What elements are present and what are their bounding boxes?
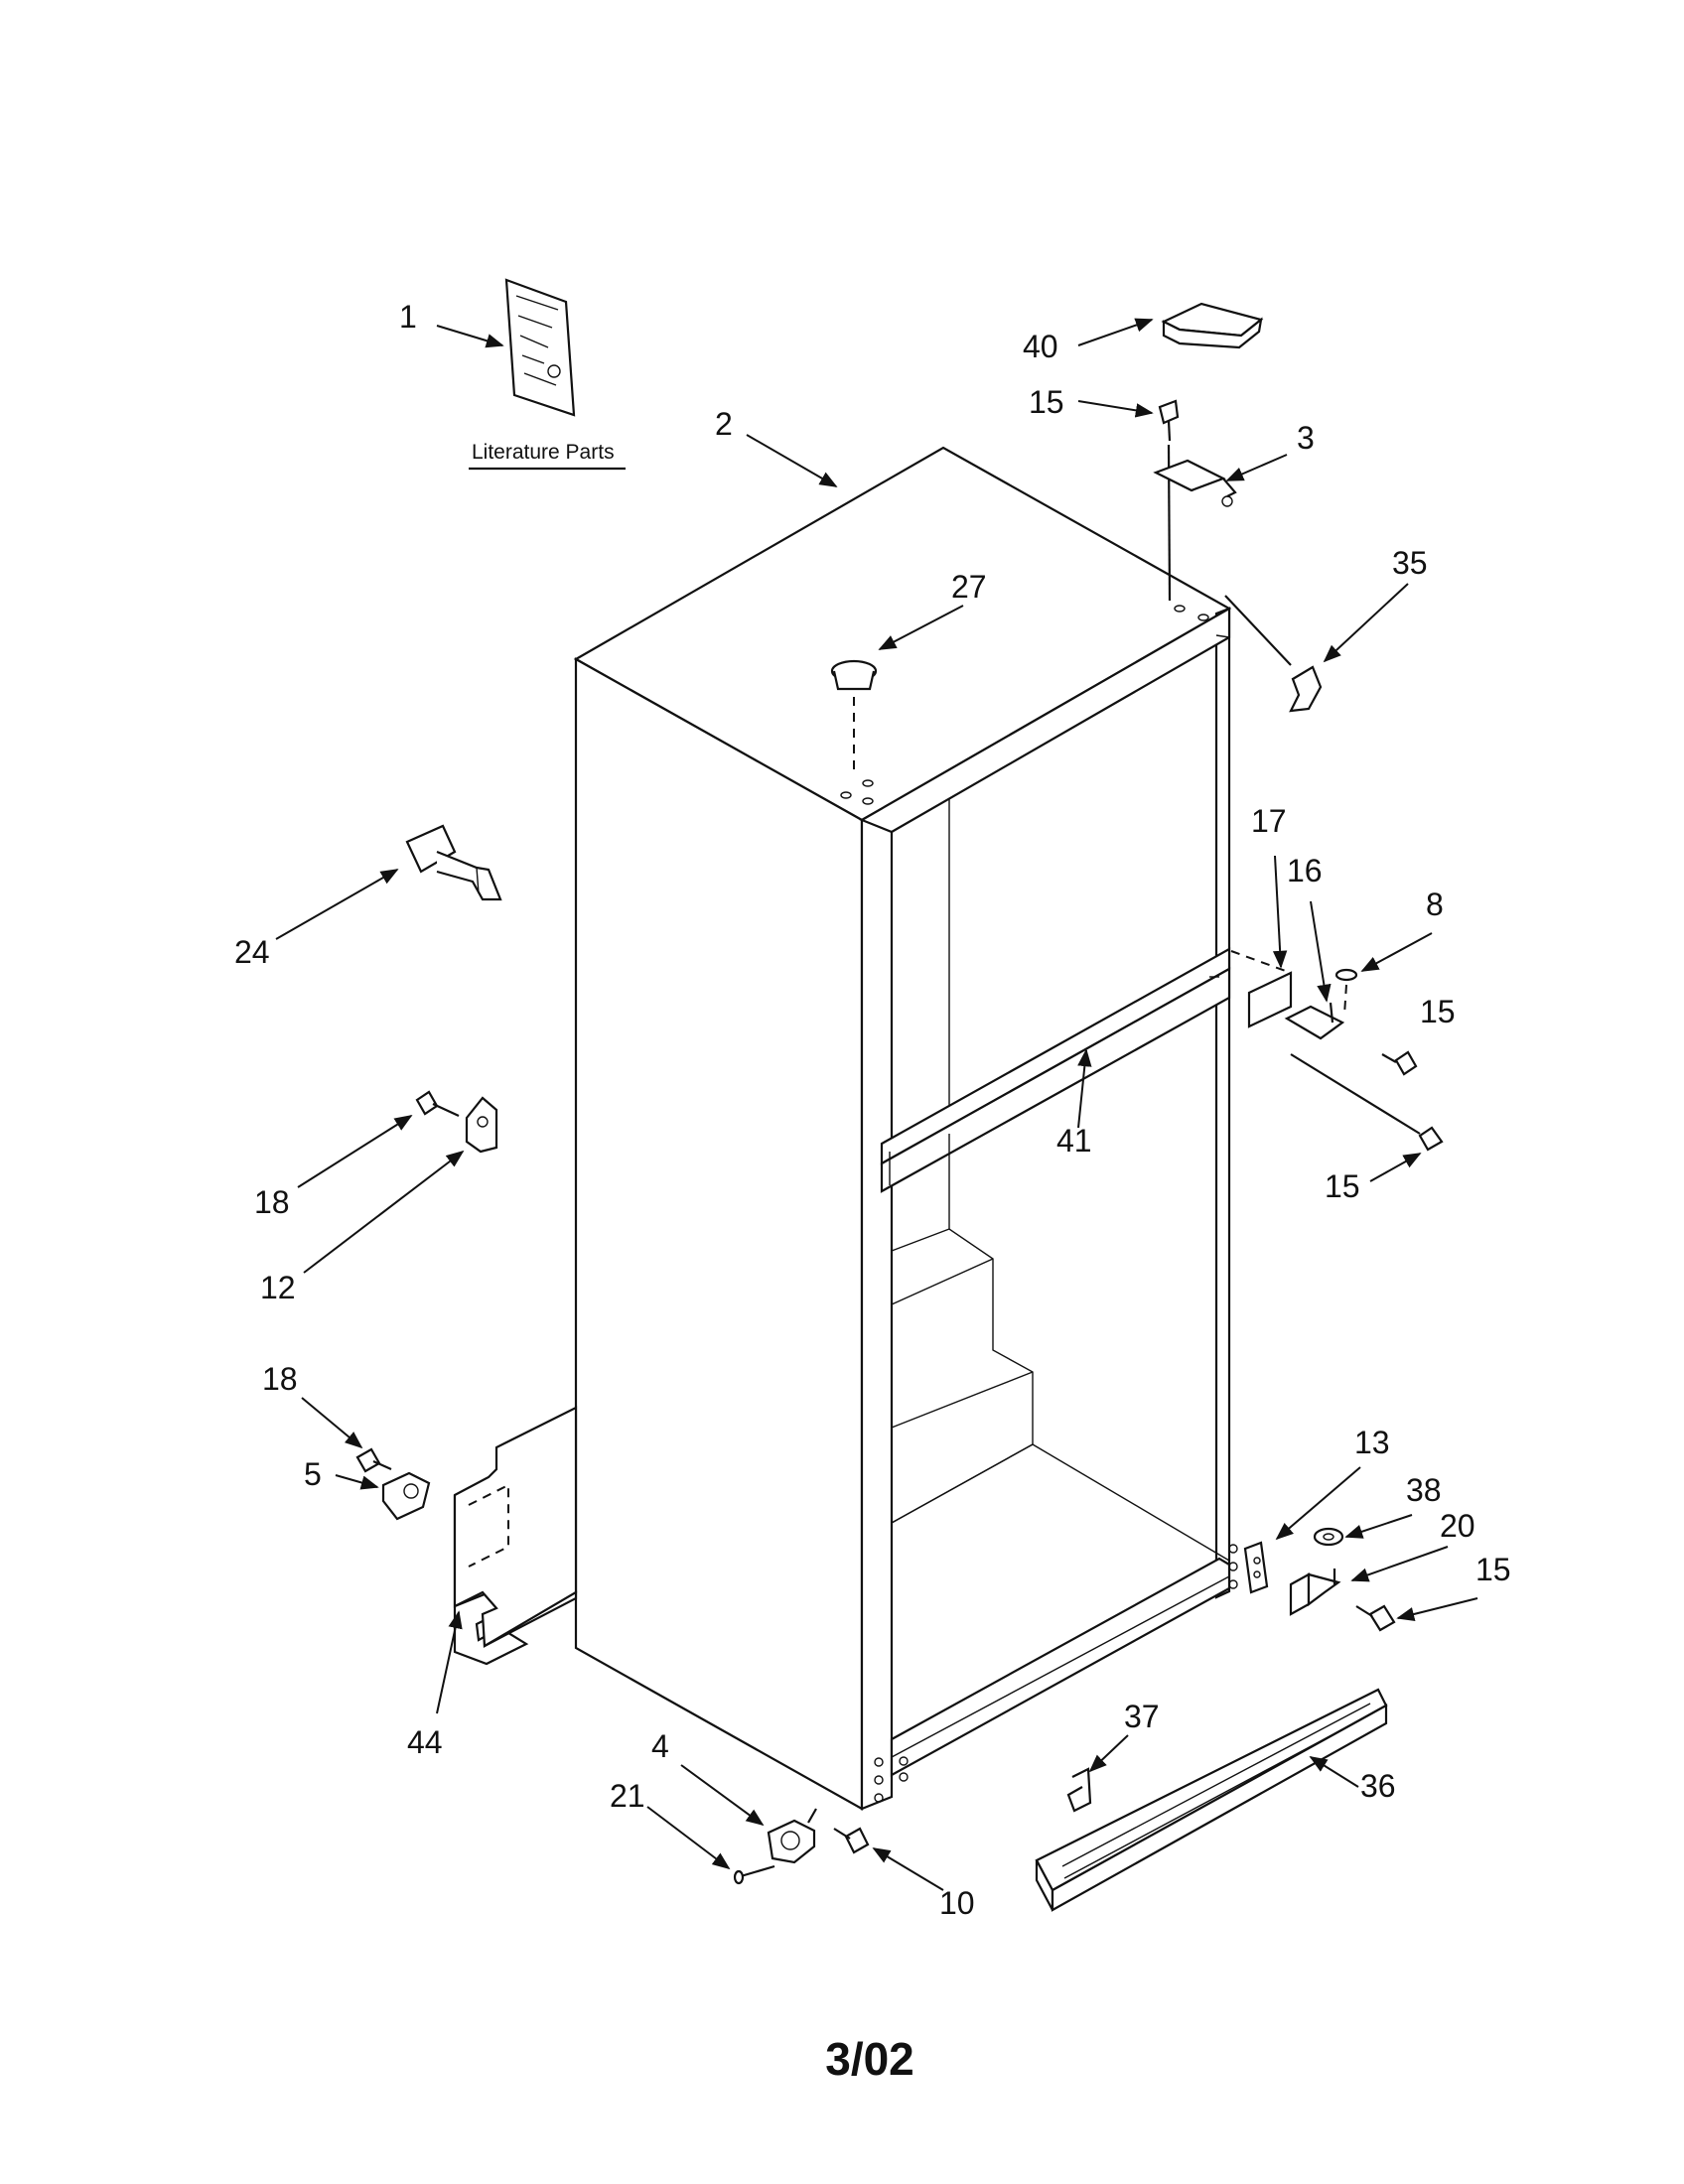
shim-part-13 xyxy=(1243,1541,1269,1594)
callout-18b: 18 xyxy=(262,1361,298,1397)
callout-16: 16 xyxy=(1287,853,1323,888)
callout-40: 40 xyxy=(1023,329,1058,364)
leveling-leg-part-24 xyxy=(405,824,502,901)
callout-36: 36 xyxy=(1360,1768,1396,1804)
clamp-part-5 xyxy=(381,1471,431,1521)
callout-3: 3 xyxy=(1297,420,1315,456)
toe-grille-part-36 xyxy=(1035,1688,1388,1912)
callout-24: 24 xyxy=(234,934,270,970)
screw-part-18-lower xyxy=(355,1447,392,1473)
callout-15b: 15 xyxy=(1420,994,1456,1029)
bracket-part-12 xyxy=(465,1096,498,1154)
hinge-pin-part-16 xyxy=(1284,1002,1345,1040)
callout-10: 10 xyxy=(939,1885,975,1921)
callout-27: 27 xyxy=(951,569,987,605)
top-hinge-part-3 xyxy=(1153,459,1237,507)
callout-8: 8 xyxy=(1426,887,1444,922)
callout-13: 13 xyxy=(1354,1425,1390,1460)
screw-part-15-bottom xyxy=(1355,1604,1396,1632)
callout-18a: 18 xyxy=(254,1184,290,1220)
screw-part-15-mid-upper xyxy=(1381,1050,1418,1076)
callout-17: 17 xyxy=(1251,803,1287,839)
callout-leaders xyxy=(275,318,1478,1891)
callout-20: 20 xyxy=(1440,1508,1475,1544)
plug-part-27 xyxy=(830,659,878,691)
screw-part-15-mid-lower xyxy=(1418,1126,1444,1152)
callout-12: 12 xyxy=(260,1270,296,1305)
callout-2: 2 xyxy=(715,406,733,442)
bracket-part-44 xyxy=(453,1406,578,1666)
callout-35: 35 xyxy=(1392,545,1428,581)
callout-4: 4 xyxy=(651,1728,669,1764)
center-hinge-part-17 xyxy=(1247,971,1293,1028)
callout-1: 1 xyxy=(399,299,417,335)
bottom-hinge-part-20 xyxy=(1289,1569,1341,1616)
callout-5: 5 xyxy=(304,1456,322,1492)
literature-parts-label: Literature Parts xyxy=(472,441,615,464)
callout-15a: 15 xyxy=(1029,384,1064,420)
hinge-trim-part-35 xyxy=(1289,665,1323,713)
screw-part-10 xyxy=(833,1827,870,1854)
screw-part-18-upper xyxy=(415,1090,460,1117)
callout-44: 44 xyxy=(407,1724,443,1760)
washer-part-38 xyxy=(1313,1527,1344,1547)
callout-21: 21 xyxy=(610,1778,645,1814)
callout-37: 37 xyxy=(1124,1699,1160,1734)
callout-15c: 15 xyxy=(1325,1168,1360,1204)
callout-41: 41 xyxy=(1056,1123,1092,1159)
screw-part-21 xyxy=(733,1864,775,1885)
screw-part-15-top xyxy=(1158,399,1180,442)
literature-booklet-icon xyxy=(504,278,576,417)
cabinet-shell xyxy=(573,446,1238,1811)
callout-38: 38 xyxy=(1406,1472,1442,1508)
roller-part-4 xyxy=(767,1808,817,1864)
clip-part-37 xyxy=(1066,1767,1092,1813)
hinge-cover-part-40 xyxy=(1161,302,1264,349)
callout-15d: 15 xyxy=(1475,1552,1511,1587)
washer-part-8 xyxy=(1334,968,1358,982)
footer-date-code: 3/02 xyxy=(825,2033,914,2085)
